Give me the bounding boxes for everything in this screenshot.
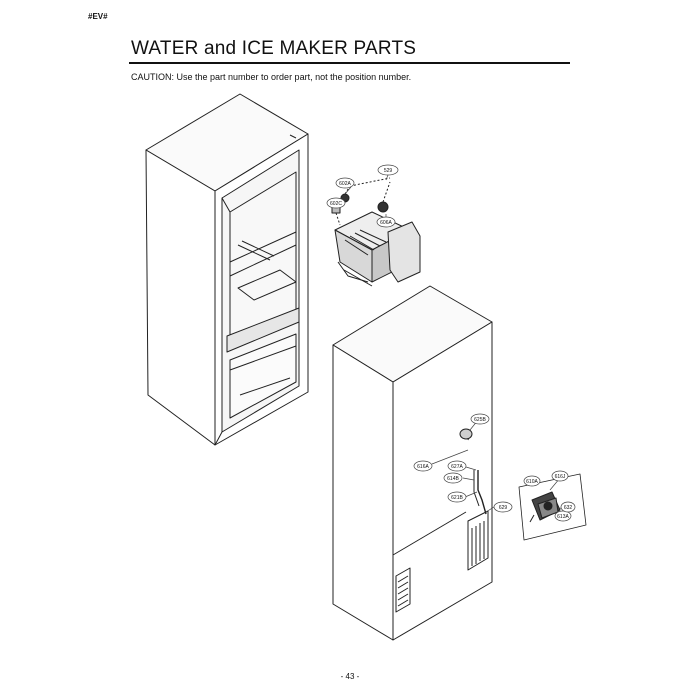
svg-text:625B: 625B bbox=[474, 417, 486, 423]
page-title: WATER and ICE MAKER PARTS bbox=[131, 38, 417, 59]
svg-text:616A: 616A bbox=[417, 464, 429, 470]
part-label-632: 632 bbox=[560, 501, 576, 513]
part-label-613a: 613A bbox=[554, 510, 572, 522]
svg-text:610A: 610A bbox=[526, 479, 538, 485]
svg-text:621B: 621B bbox=[451, 495, 463, 501]
title-underline bbox=[129, 62, 570, 64]
svg-text:632: 632 bbox=[564, 505, 573, 511]
cabinet-front-view bbox=[145, 93, 309, 446]
part-label-606a: 606A bbox=[376, 216, 396, 228]
part-label-602a: 602A bbox=[335, 177, 355, 189]
caution-note: CAUTION: Use the part number to order pa… bbox=[131, 72, 412, 82]
water-valve-detail bbox=[518, 473, 587, 541]
part-label-529-top: 529 bbox=[377, 164, 399, 176]
part-label-616j: 616J bbox=[551, 470, 569, 482]
svg-text:602A: 602A bbox=[339, 181, 351, 187]
svg-text:606A: 606A bbox=[380, 220, 392, 226]
page-tag: #EV# bbox=[88, 12, 108, 21]
svg-text:614B: 614B bbox=[447, 476, 459, 482]
svg-text:616J: 616J bbox=[555, 474, 566, 480]
part-label-610a: 610A bbox=[523, 475, 541, 487]
part-label-621b: 621B bbox=[447, 491, 467, 503]
svg-text:629: 629 bbox=[499, 505, 508, 511]
page-number: - 43 - bbox=[340, 672, 360, 681]
svg-text:613A: 613A bbox=[557, 514, 569, 520]
part-label-627a: 627A bbox=[447, 460, 467, 472]
part-label-629: 629 bbox=[493, 501, 513, 513]
part-label-614b: 614B bbox=[443, 472, 463, 484]
part-callouts: 529 602A 602C 606A 625B 616A 627A 614B 6… bbox=[326, 164, 576, 522]
part-label-625b: 625B bbox=[470, 413, 490, 425]
svg-text:529: 529 bbox=[384, 168, 393, 174]
part-label-616a: 616A bbox=[413, 460, 433, 472]
cabinet-rear-view bbox=[332, 285, 493, 641]
ice-maker-assembly bbox=[331, 177, 421, 287]
svg-text:627A: 627A bbox=[451, 464, 463, 470]
part-label-602c: 602C bbox=[326, 197, 346, 209]
svg-text:602C: 602C bbox=[330, 201, 342, 207]
